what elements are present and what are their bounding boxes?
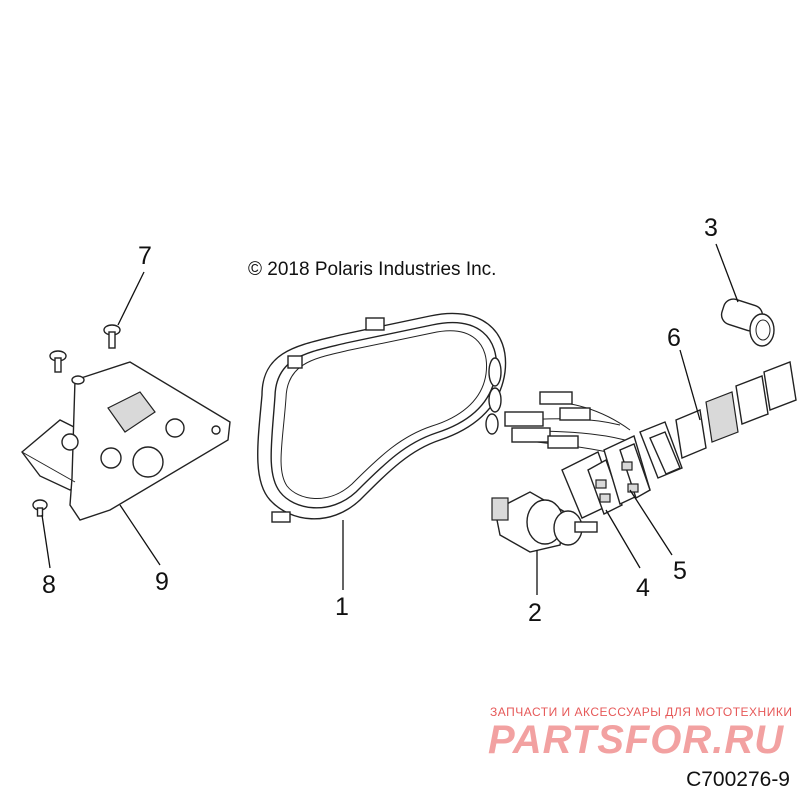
instrument-cluster	[257, 312, 507, 523]
screw-set	[49, 324, 121, 385]
screw-small	[32, 499, 48, 517]
watermark-tagline: ЗАПЧАСТИ И АКСЕССУАРЫ ДЛЯ МОТОТЕХНИКИ	[490, 705, 793, 719]
callout-5: 5	[673, 557, 687, 585]
ignition-switch	[491, 491, 598, 553]
callout-3: 3	[704, 214, 718, 242]
rocker-switch-5	[603, 421, 683, 505]
callout-1: 1	[335, 593, 349, 621]
callout-2: 2	[528, 599, 542, 627]
copyright-notice: © 2018 Polaris Industries Inc.	[248, 259, 497, 280]
callout-8: 8	[42, 571, 56, 599]
callout-6: 6	[667, 324, 681, 352]
callout-9: 9	[155, 568, 169, 596]
mounting-bracket	[21, 361, 231, 521]
switch-plugs	[675, 361, 797, 459]
leader-lines	[41, 243, 739, 595]
figure-code: C700276-9	[686, 768, 790, 791]
rocker-switch-4	[561, 451, 623, 519]
callout-4: 4	[636, 574, 650, 602]
power-outlet	[720, 298, 775, 347]
callout-7: 7	[138, 242, 152, 270]
watermark-logo: PARTSFOR.RU	[488, 718, 785, 762]
wire-harness	[504, 391, 631, 456]
